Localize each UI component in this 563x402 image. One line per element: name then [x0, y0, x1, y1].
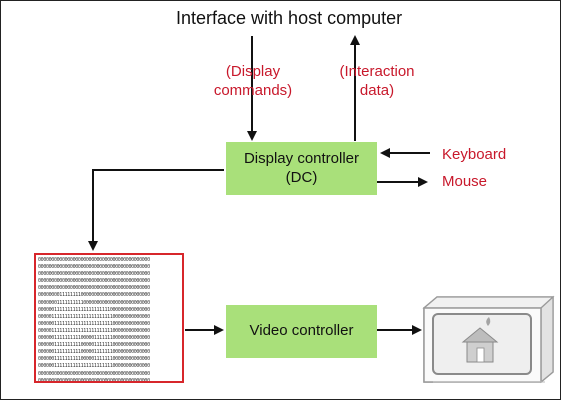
display-controller-line-1: Display controller	[243, 149, 360, 167]
dc-to-frame-buffer-arrow	[88, 169, 224, 251]
video-controller-label: Video controller	[249, 322, 354, 340]
frame-buffer: 0000000000000000000000000000000000000000…	[34, 253, 184, 383]
display-commands-line-1: (Display	[225, 63, 281, 80]
display-controller-box: Display controller (DC)	[226, 142, 377, 195]
crt-monitor-with-house-icon	[422, 295, 555, 384]
interaction-data-line-2: data)	[359, 82, 395, 99]
keyboard-label: Keyboard	[442, 146, 507, 163]
host-interface-label: Interface with host computer	[176, 8, 403, 28]
interaction-data-line-1: (Interaction	[339, 63, 415, 80]
display-commands-line-2: commands)	[213, 82, 293, 99]
display-commands-label: (Display commands)	[198, 62, 308, 100]
video-controller-box: Video controller	[226, 305, 377, 358]
display-controller-line-2: (DC)	[285, 168, 318, 186]
frame-buffer-bits: 0000000000000000000000000000000000000000…	[38, 257, 150, 383]
interaction-data-label: (Interaction data)	[322, 62, 432, 100]
mouse-label: Mouse	[442, 173, 488, 190]
